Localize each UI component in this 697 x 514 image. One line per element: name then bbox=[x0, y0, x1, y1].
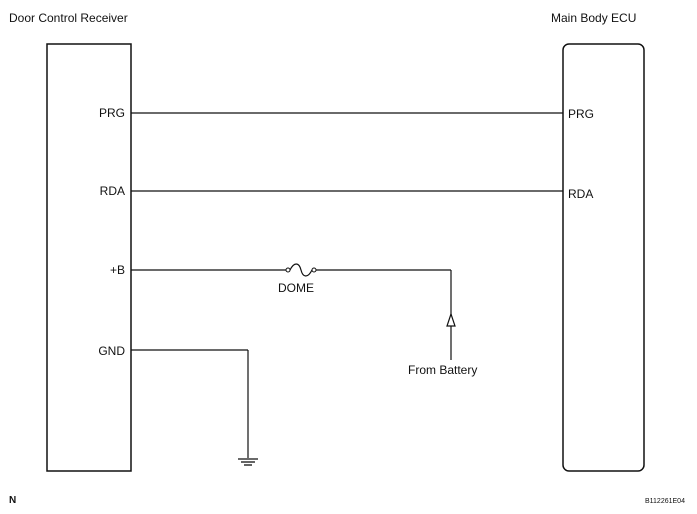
door-control-receiver-title: Door Control Receiver bbox=[9, 11, 128, 25]
ground-icon bbox=[238, 458, 258, 466]
battery-arrow-icon bbox=[446, 312, 456, 327]
main-body-ecu-title: Main Body ECU bbox=[551, 11, 637, 25]
right-pin-rda: RDA bbox=[568, 187, 594, 201]
fuse-label: DOME bbox=[278, 281, 314, 295]
left-pin-prg: PRG bbox=[98, 106, 125, 120]
battery-label: From Battery bbox=[408, 363, 478, 377]
left-pin-gnd: GND bbox=[98, 344, 125, 358]
main-body-ecu-box bbox=[562, 43, 645, 472]
fuse-icon bbox=[289, 263, 313, 277]
footer-code-right: B112261E04 bbox=[645, 498, 685, 505]
left-pin-plus-b: +B bbox=[109, 263, 125, 277]
plus-b-circuit bbox=[131, 263, 456, 360]
right-pin-prg: PRG bbox=[568, 107, 595, 121]
gnd-circuit bbox=[131, 349, 258, 466]
left-pin-rda: RDA bbox=[99, 184, 125, 198]
door-control-receiver-box bbox=[46, 43, 132, 472]
footer-code-left: N bbox=[9, 495, 17, 506]
